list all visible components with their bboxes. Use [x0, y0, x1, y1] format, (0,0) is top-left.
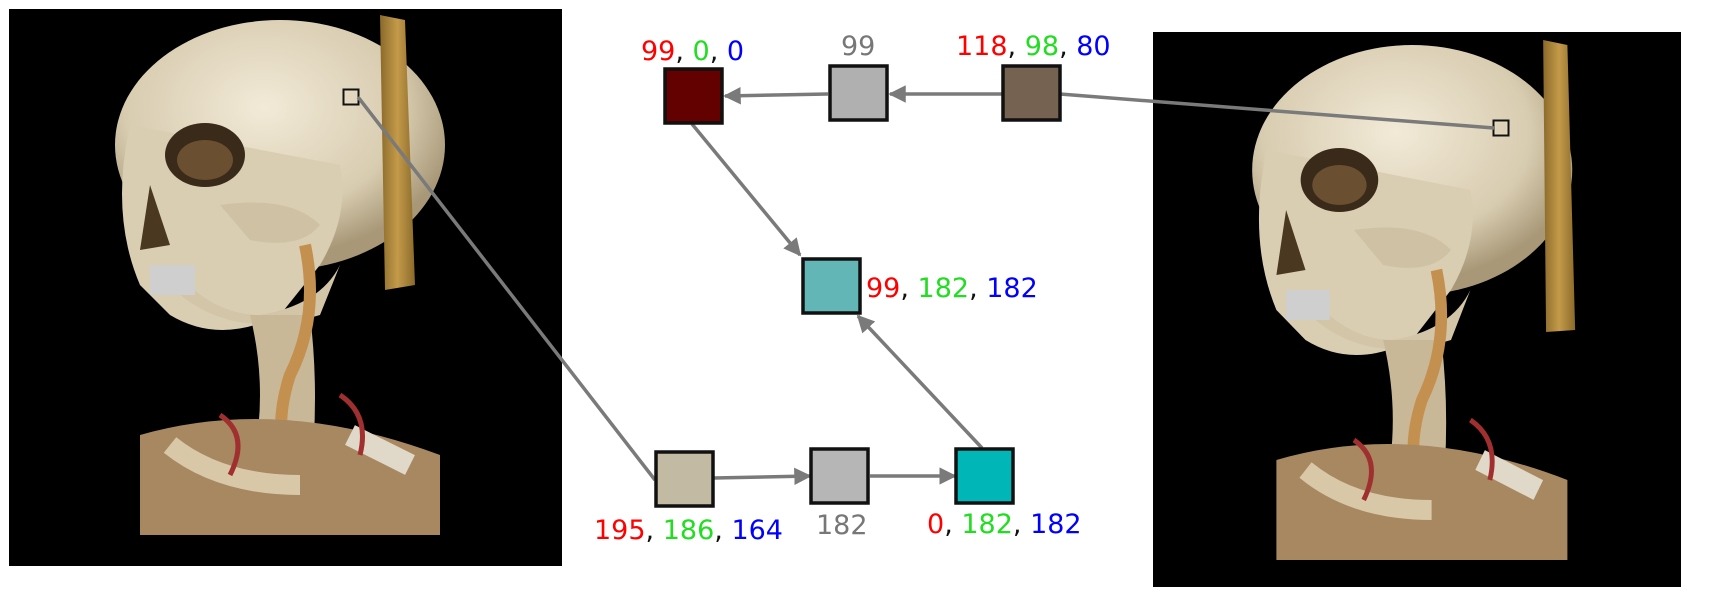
right-ct-panel — [1153, 32, 1681, 587]
edge-darkred-to-teal — [690, 122, 802, 257]
gray99-swatch — [828, 64, 889, 122]
darkred-label: 99, 0, 0 — [641, 36, 744, 67]
cyan-label: 0, 182, 182 — [927, 509, 1082, 540]
gray99-label: 99 — [841, 31, 875, 62]
swatches — [654, 64, 1062, 508]
edges — [356, 85, 1495, 486]
teal-swatch — [801, 257, 862, 315]
edge-beige-to-gray182 — [713, 467, 812, 486]
edge-left-pixel-to-beige — [356, 95, 657, 482]
cyan-swatch — [954, 447, 1015, 505]
edge-right-pixel-to-brown — [1059, 92, 1495, 130]
labels: 99, 0, 0 99 118, 98, 80 99, 182, 182 195… — [594, 31, 1111, 546]
gray182-swatch — [809, 447, 870, 505]
gray182-label: 182 — [816, 510, 868, 541]
right-skull-rendering — [1252, 40, 1575, 560]
left-skull-rendering — [115, 15, 445, 535]
edge-cyan-to-teal — [856, 314, 984, 450]
brown-label: 118, 98, 80 — [956, 31, 1111, 62]
left-ct-panel — [9, 9, 562, 566]
beige-label: 195, 186, 164 — [594, 515, 783, 546]
brown-swatch — [1001, 64, 1062, 122]
darkred-swatch — [663, 67, 724, 125]
beige-swatch — [654, 450, 715, 508]
edge-gray99-to-darkred — [723, 86, 829, 105]
teal-label: 99, 182, 182 — [866, 273, 1038, 304]
